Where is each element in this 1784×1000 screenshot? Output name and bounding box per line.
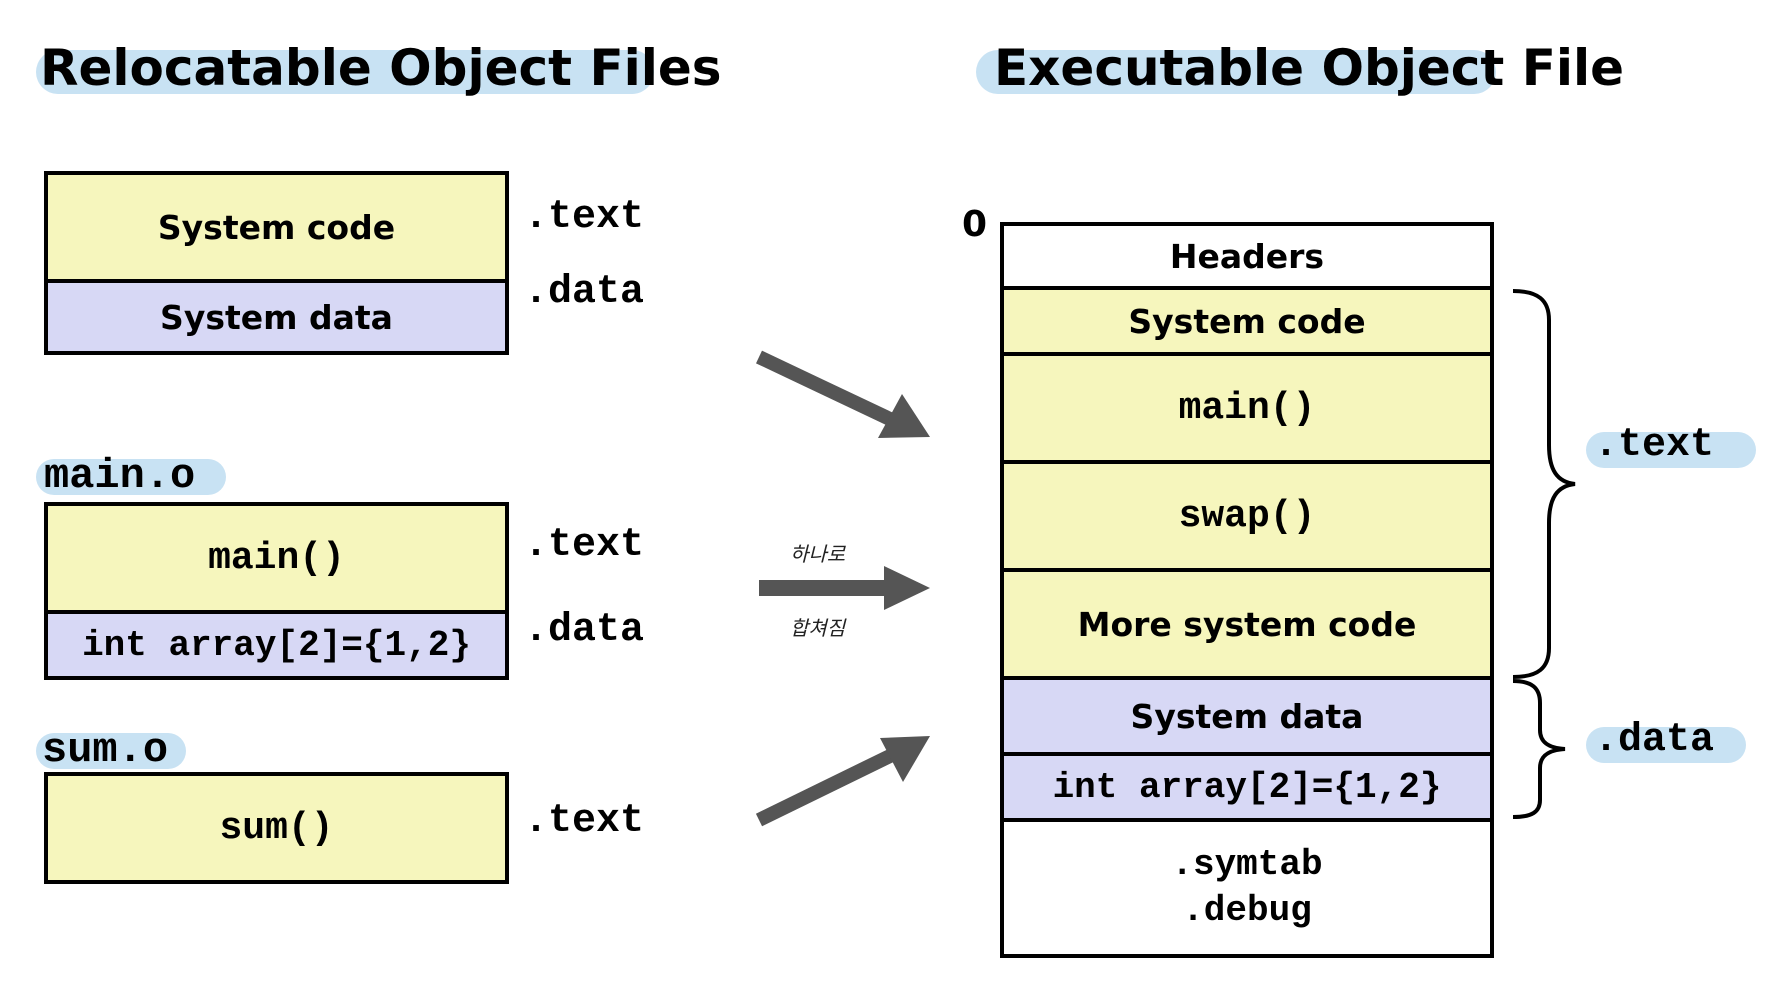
exec-swap-block: swap() xyxy=(1000,460,1494,572)
exec-system-data-block: System data xyxy=(1000,676,1494,756)
right-title: Executable Object File xyxy=(994,39,1625,97)
main-o-data-section: .data xyxy=(524,608,645,653)
left-system-data-block: System data xyxy=(44,279,509,355)
main-o-data-label: int array[2]={1,2} xyxy=(82,624,471,666)
exec-array-block: int array[2]={1,2} xyxy=(1000,752,1494,822)
lower-arrow xyxy=(755,736,930,827)
main-o-code-label: main() xyxy=(208,536,345,580)
exec-system-code-block: System code xyxy=(1000,286,1494,356)
exec-more-system-code-label: More system code xyxy=(1077,604,1417,644)
main-o-filename: main.o xyxy=(44,452,196,500)
main-o-highlight xyxy=(36,459,226,495)
exec-text-section-label: .text xyxy=(1594,423,1715,468)
exec-main-block: main() xyxy=(1000,352,1494,464)
exec-symtab-label: .symtab xyxy=(1171,844,1323,885)
sum-o-highlight xyxy=(36,733,186,769)
main-o-code-block: main() xyxy=(44,502,509,614)
exec-swap-label: swap() xyxy=(1178,494,1316,538)
text-brace xyxy=(1512,289,1576,679)
data-brace xyxy=(1512,679,1566,819)
main-o-data-block: int array[2]={1,2} xyxy=(44,610,509,680)
left-title: Relocatable Object Files xyxy=(40,39,722,97)
sum-o-text-section: .text xyxy=(524,799,645,844)
sum-o-code-block: sum() xyxy=(44,772,509,884)
exec-main-label: main() xyxy=(1178,386,1316,430)
main-o-text-section: .text xyxy=(524,523,645,568)
sum-o-code-label: sum() xyxy=(219,806,334,850)
exec-array-label: int array[2]={1,2} xyxy=(1052,766,1442,808)
headers-label: Headers xyxy=(1169,236,1325,276)
merge-note-above: 하나로 xyxy=(790,542,846,566)
headers-block: Headers xyxy=(1000,222,1494,290)
left-title-highlight xyxy=(36,50,654,94)
merge-note-below: 합쳐짐 xyxy=(790,616,846,640)
exec-debug-label: .debug xyxy=(1182,890,1312,931)
left-system-data-label: System data xyxy=(160,297,393,337)
left-system-text-section: .text xyxy=(524,195,645,240)
upper-arrow xyxy=(756,350,930,438)
exec-system-data-label: System data xyxy=(1130,696,1364,736)
address-zero-label: 0 xyxy=(962,204,988,245)
exec-data-section-label: .data xyxy=(1594,718,1715,763)
exec-data-section-highlight xyxy=(1586,727,1746,763)
left-system-code-label: System code xyxy=(157,207,396,247)
exec-more-system-code-block: More system code xyxy=(1000,568,1494,680)
exec-symtab-debug-block: .symtab .debug xyxy=(1000,818,1494,958)
middle-arrow xyxy=(759,566,930,610)
sum-o-filename: sum.o xyxy=(42,726,169,774)
exec-system-code-label: System code xyxy=(1128,301,1366,341)
left-system-code-block: System code xyxy=(44,171,509,283)
left-system-data-section: .data xyxy=(524,270,645,315)
exec-text-section-highlight xyxy=(1586,432,1756,468)
right-title-highlight xyxy=(976,50,1496,94)
